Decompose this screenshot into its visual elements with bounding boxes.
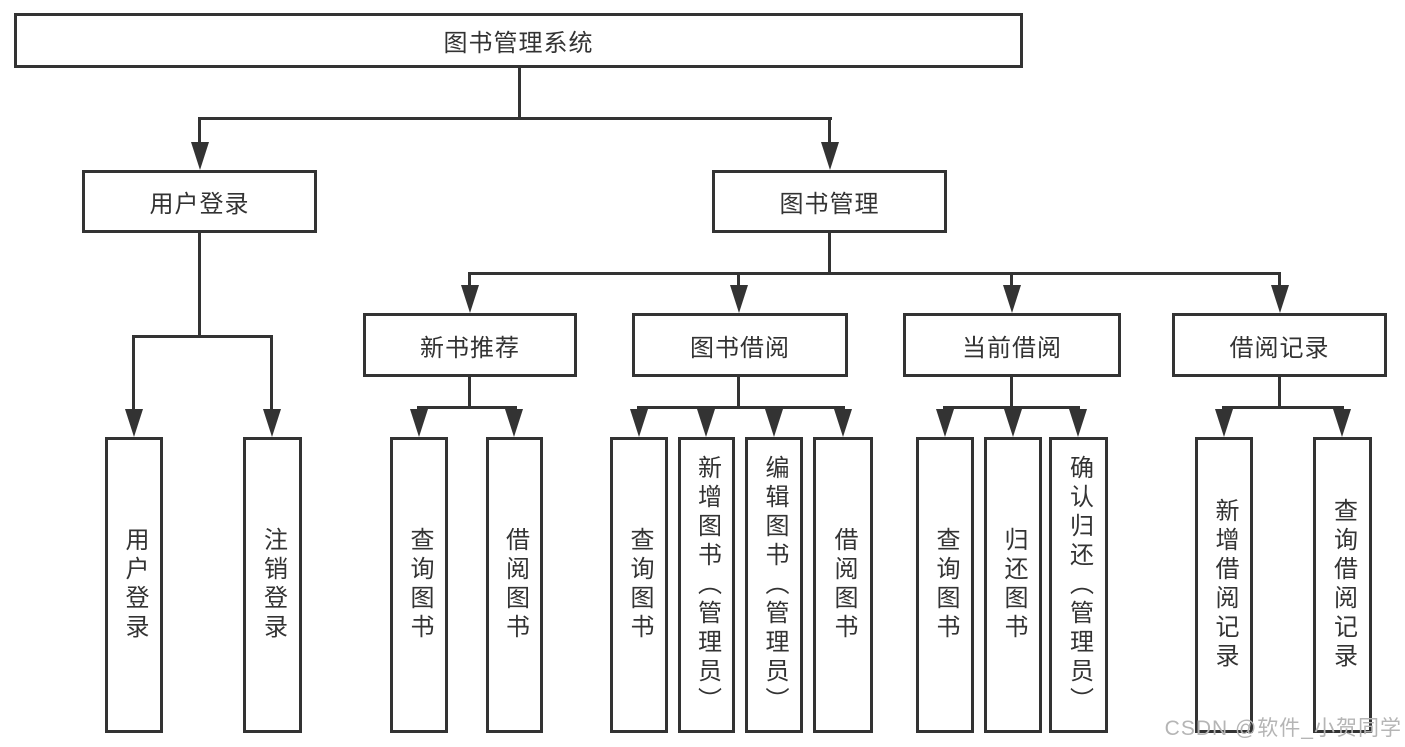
node-label: 查询图书 xyxy=(406,527,433,643)
arrow-down-icon xyxy=(730,285,748,313)
connector-stem xyxy=(198,233,201,336)
connector-branch xyxy=(637,406,845,409)
node-label: 确认归还（管理员） xyxy=(1065,454,1093,716)
connector-stem xyxy=(468,272,471,288)
node-label: 新增借阅记录 xyxy=(1211,498,1238,672)
arrow-down-icon xyxy=(936,409,954,437)
connector-stem xyxy=(737,272,740,288)
connector-root-stem xyxy=(518,66,521,118)
leaf-borrow-books: 借阅图书 xyxy=(813,437,873,733)
leaf-return-book: 归还图书 xyxy=(984,437,1042,733)
leaf-borrow-books-recommend: 借阅图书 xyxy=(486,437,543,733)
node-label: 归还图书 xyxy=(1000,527,1027,643)
connector-stem xyxy=(468,376,471,408)
connector-stem xyxy=(270,335,273,411)
arrow-down-icon xyxy=(263,409,281,437)
connector-branch xyxy=(417,406,517,409)
node-user-login: 用户登录 xyxy=(82,170,317,233)
arrow-down-icon xyxy=(630,409,648,437)
leaf-confirm-return-admin: 确认归还（管理员） xyxy=(1049,437,1108,733)
connector-stem xyxy=(737,376,740,408)
connector-stem xyxy=(132,335,135,411)
connector-branch xyxy=(132,335,273,338)
leaf-logout: 注销登录 xyxy=(243,437,302,733)
arrow-down-icon xyxy=(191,142,209,170)
node-current-borrowing: 当前借阅 xyxy=(903,313,1121,377)
node-label: 借阅记录 xyxy=(1229,334,1330,362)
node-label: 查询借阅记录 xyxy=(1329,498,1357,672)
node-label: 当前借阅 xyxy=(962,334,1062,362)
node-new-book-recommend: 新书推荐 xyxy=(363,313,577,377)
connector-stem xyxy=(1278,376,1281,408)
arrow-down-icon xyxy=(765,409,783,437)
arrow-down-icon xyxy=(410,409,428,437)
node-label: 新书推荐 xyxy=(420,334,520,362)
arrow-down-icon xyxy=(834,409,852,437)
leaf-add-book-admin: 新增图书（管理员） xyxy=(678,437,735,733)
node-label: 借阅图书 xyxy=(830,527,857,643)
node-label: 用户登录 xyxy=(121,527,148,643)
node-label: 查询图书 xyxy=(932,527,959,643)
arrow-down-icon xyxy=(1271,285,1289,313)
arrow-down-icon xyxy=(461,285,479,313)
arrow-down-icon xyxy=(505,409,523,437)
leaf-add-borrow-record: 新增借阅记录 xyxy=(1195,437,1253,733)
watermark: CSDN @软件_小贺同学 xyxy=(1164,717,1402,740)
leaf-search-books-borrowing: 查询图书 xyxy=(610,437,668,733)
connector-stem xyxy=(1010,272,1013,288)
node-label: 图书管理 xyxy=(779,191,880,218)
connector-stem xyxy=(828,233,831,273)
leaf-search-books-current: 查询图书 xyxy=(916,437,974,733)
node-book-management: 图书管理 xyxy=(712,170,947,233)
connector-stem xyxy=(1010,376,1013,408)
arrow-down-icon xyxy=(1003,285,1021,313)
node-label: 新增图书（管理员） xyxy=(693,454,721,716)
connector-branch xyxy=(1222,406,1344,409)
connector-branch xyxy=(468,272,1281,275)
connector-branch xyxy=(943,406,1080,409)
node-library-system: 图书管理系统 xyxy=(14,13,1023,68)
node-book-borrowing: 图书借阅 xyxy=(632,313,848,377)
leaf-search-books-recommend: 查询图书 xyxy=(390,437,448,733)
arrow-down-icon xyxy=(1004,409,1022,437)
node-borrow-records: 借阅记录 xyxy=(1172,313,1387,377)
arrow-down-icon xyxy=(1215,409,1233,437)
node-label: 注销登录 xyxy=(259,527,287,643)
arrow-down-icon xyxy=(1069,409,1087,437)
node-label: 借阅图书 xyxy=(501,527,529,643)
leaf-search-borrow-record: 查询借阅记录 xyxy=(1313,437,1372,733)
node-label: 编辑图书（管理员） xyxy=(761,454,788,716)
node-label: 图书管理系统 xyxy=(443,30,594,57)
arrow-down-icon xyxy=(821,142,839,170)
arrow-down-icon xyxy=(697,409,715,437)
node-label: 查询图书 xyxy=(626,527,653,643)
node-label: 用户登录 xyxy=(149,191,250,218)
node-label: 图书借阅 xyxy=(690,334,790,362)
leaf-edit-book-admin: 编辑图书（管理员） xyxy=(745,437,803,733)
arrow-down-icon xyxy=(125,409,143,437)
arrow-down-icon xyxy=(1333,409,1351,437)
connector-stem xyxy=(828,117,831,145)
connector-root-branch xyxy=(198,117,832,120)
leaf-user-login: 用户登录 xyxy=(105,437,163,733)
connector-stem xyxy=(198,117,201,145)
connector-stem xyxy=(1278,272,1281,288)
